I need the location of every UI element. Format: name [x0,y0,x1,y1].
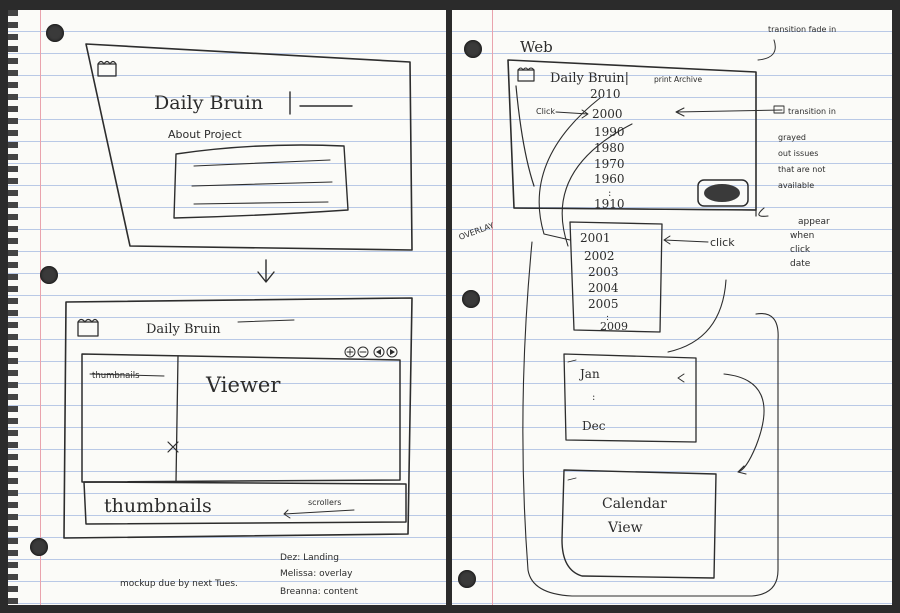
punch-hole [40,266,58,284]
year-item[interactable]: 2005 [588,297,619,311]
year-item[interactable]: 2004 [588,281,619,295]
grayed-note-line: available [778,181,814,190]
archive-badge-icon [704,184,740,202]
year-item[interactable]: 2002 [584,249,615,263]
zoom-in-icon [344,346,356,358]
month-item[interactable]: Jan [578,367,600,381]
landing-mockup-frame: Daily Bruin About Project [85,43,413,251]
viewer-title: Daily Bruin [146,322,221,337]
arrow-down-icon [257,259,275,283]
appear-note-line: appear [798,217,830,227]
bruin-logo-icon [517,67,535,82]
left-page-sketch: Daily Bruin About Project Daily Bruin [63,43,413,597]
appear-note-line: date [790,259,811,269]
punch-hole [458,570,476,588]
grayed-note-line: out issues [778,149,818,158]
year-item[interactable]: 2001 [580,231,611,245]
bruin-logo-icon [97,60,117,77]
decade-item[interactable]: 1960 [594,172,625,186]
spiral-binding [8,10,18,605]
bruin-logo-icon [77,318,99,337]
left-notebook-page: Daily Bruin About Project Daily Bruin [8,10,446,605]
viewer-label: Viewer [205,373,281,397]
punch-hole [462,290,480,308]
decade-item[interactable]: 1990 [594,125,625,139]
month-ellipsis: : [592,392,595,403]
overlay-label: OVERLAY [458,221,496,242]
year-item[interactable]: 2009 [600,320,628,333]
years-overlay: 2001 2002 2003 2004 2005 : 2009 [569,221,663,333]
click-label: Click [536,107,555,116]
assignment-content: Breanna: content [280,587,358,597]
about-project-label: About Project [168,128,242,141]
previous-icon [373,346,385,358]
decade-item[interactable]: 2010 [590,87,621,101]
appear-note-line: click [790,245,811,255]
due-note: mockup due by next Tues. [120,579,238,589]
viewer-mockup-frame: Daily Bruin thumbnails Viewer thumbnails… [63,297,413,539]
decade-ellipsis: : [608,188,611,199]
right-notebook-page: Web transition fade in Daily Bruin| prin… [452,10,892,605]
assignment-overlay: Melissa: overlay [280,569,353,579]
month-item[interactable]: Dec [582,419,606,433]
thumbnails-label: thumbnails [104,495,212,517]
months-overlay: Jan : Dec [563,353,697,443]
margin-line [492,10,493,605]
calendar-label: Calendar [602,496,667,512]
calendar-label: View [607,520,643,536]
assignment-landing: Dez: Landing [280,553,339,563]
transition-in-note: transition in [788,107,836,116]
archive-mockup-frame: Daily Bruin| print Archive 2010 2000 199… [507,59,757,217]
landing-title: Daily Bruin [154,92,263,114]
transition-fade-note: transition fade in [768,25,836,34]
punch-hole [30,538,48,556]
year-ellipsis: : [606,313,609,323]
grayed-note-line: grayed [778,133,806,142]
margin-line [40,10,41,605]
next-icon [386,346,398,358]
web-heading: Web [520,38,553,56]
grayed-note-line: that are not [778,165,825,174]
punch-hole [46,24,64,42]
click-label-2: click [710,236,735,249]
thumbnails-struck-label: thumbnails [92,371,140,381]
appear-note-line: when [790,231,814,241]
archive-subtitle: print Archive [654,75,702,84]
decade-item[interactable]: 1980 [594,141,625,155]
right-page-sketch: Web transition fade in Daily Bruin| prin… [458,25,836,597]
punch-hole [464,40,482,58]
zoom-out-icon [357,346,369,358]
decade-item[interactable]: 1910 [594,197,625,211]
scrollers-label: scrollers [308,498,341,507]
year-item[interactable]: 2003 [588,265,619,279]
calendar-view-panel: Calendar View [561,469,717,579]
decade-item[interactable]: 1970 [594,157,625,171]
decade-item[interactable]: 2000 [592,107,623,121]
archive-title: Daily Bruin| [550,71,629,86]
